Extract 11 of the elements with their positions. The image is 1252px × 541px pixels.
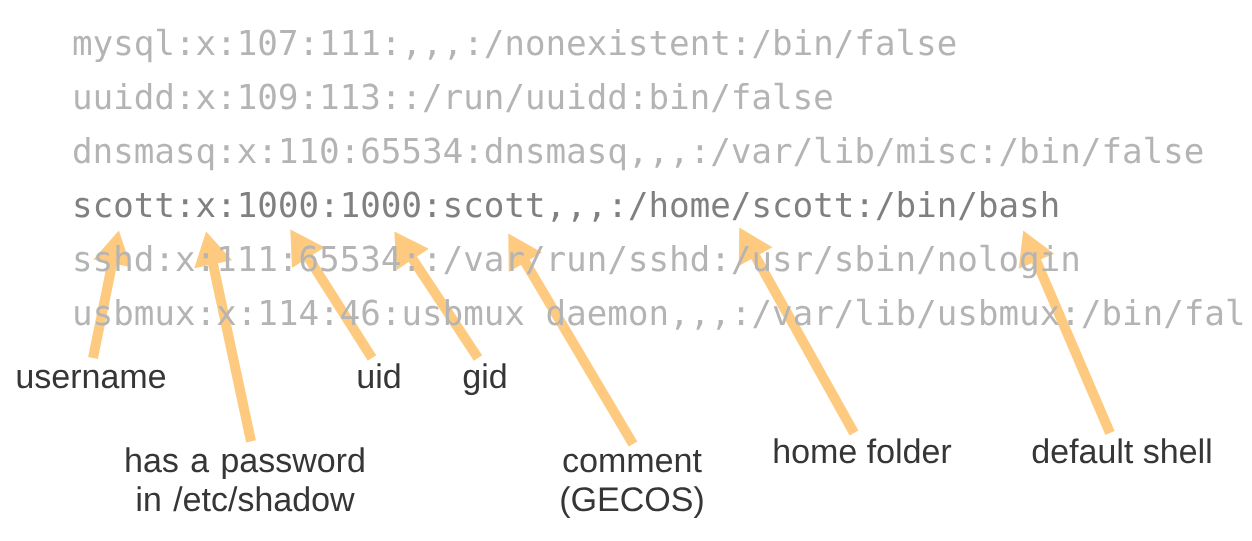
field-label: username bbox=[17, 369, 166, 389]
field-label: default shell bbox=[1032, 438, 1211, 464]
code-line: dnsmasq:x:110:65534:dnsmasq,,,:/var/lib/misc:/bin/false bbox=[74, 136, 1203, 171]
field-label: home folder bbox=[774, 438, 952, 464]
field-label: gid bbox=[463, 363, 506, 396]
code-line: mysql:x:107:111:,,,:/nonexistent:/bin/false bbox=[73, 28, 956, 63]
code-line: scott:x:1000:1000:scott,,,:/home/scott:/bin/bash bbox=[75, 191, 1058, 222]
code-line: uuidd:x:109:113::/run/uuidd:bin/false bbox=[75, 82, 832, 113]
field-label: has a password in /etc/shadow bbox=[126, 447, 364, 512]
field-label: comment (GECOS) bbox=[561, 450, 703, 519]
field-label: uid bbox=[358, 363, 400, 389]
